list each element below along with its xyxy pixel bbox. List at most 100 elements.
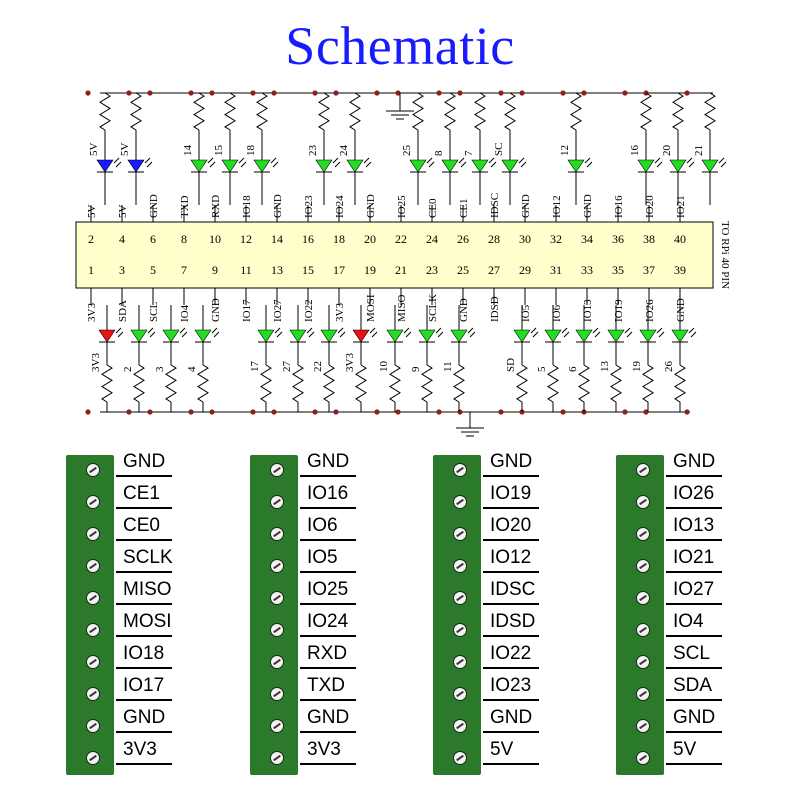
terminal-label: IDSC	[490, 579, 536, 600]
terminal-underline	[483, 699, 539, 701]
resistor-top	[318, 92, 330, 131]
led-label-bottom: 17	[249, 361, 261, 373]
pin-name-top: IO23	[303, 195, 315, 218]
led-ray	[530, 327, 537, 334]
screw-icon	[453, 495, 467, 509]
terminal-label: IO6	[307, 515, 338, 536]
pin-name-top: IO12	[551, 195, 563, 218]
resistor-bottom	[642, 364, 654, 403]
led-bottom	[671, 329, 689, 343]
junction-dot	[457, 409, 463, 415]
terminal-underline	[483, 539, 539, 541]
terminal-underline	[116, 539, 172, 541]
pin-number-bottom: 17	[333, 263, 345, 277]
junction-dot	[395, 90, 401, 96]
pin-name-bottom: GND	[675, 298, 687, 322]
pin-number-top: 40	[674, 232, 686, 246]
pin-name-bottom: SCL	[148, 302, 160, 322]
pin-name-bottom: IO22	[303, 299, 315, 322]
pin-number-bottom: 29	[519, 263, 531, 277]
pin-number-top: 8	[181, 232, 187, 246]
pin-name-bottom: IO6	[551, 304, 563, 322]
screw-icon	[636, 559, 650, 573]
junction-dot	[436, 90, 442, 96]
screw-icon	[453, 559, 467, 573]
led-ray	[488, 157, 495, 164]
terminal-label: SCL	[673, 643, 710, 664]
terminal-label: 3V3	[123, 739, 157, 760]
terminal-label: IO24	[307, 611, 349, 632]
led-label-top: SC	[493, 143, 505, 156]
terminal-label: IO5	[307, 547, 338, 568]
terminal-label: GND	[123, 707, 166, 728]
pin-number-top: 38	[643, 232, 655, 246]
junction-dot	[436, 409, 442, 415]
led-label-top: 14	[182, 145, 194, 157]
resistor-top	[193, 92, 205, 131]
terminal-underline	[116, 507, 172, 509]
led-ray	[207, 157, 214, 164]
pin-name-bottom: IO13	[582, 299, 594, 322]
led-top	[221, 159, 239, 173]
screw-icon	[270, 463, 284, 477]
pin-name-bottom: SCLK	[427, 294, 439, 322]
pin-number-top: 26	[457, 232, 469, 246]
led-ray	[690, 331, 697, 338]
led-ray	[149, 331, 156, 338]
terminal-underline	[483, 667, 539, 669]
led-ray	[209, 161, 216, 168]
led-ray	[270, 157, 277, 164]
led-ray	[332, 157, 339, 164]
terminal-underline	[666, 507, 722, 509]
pin-number-top: 14	[271, 232, 283, 246]
led-label-bottom: SD	[505, 358, 517, 372]
led-label-bottom: 2	[122, 367, 134, 373]
led-top	[441, 159, 459, 173]
pin-name-top: GND	[520, 194, 532, 218]
led-label-bottom: 11	[442, 361, 454, 372]
led-label-bottom: 19	[631, 361, 643, 373]
pin-number-bottom: 11	[240, 263, 252, 277]
screw-icon	[86, 527, 100, 541]
led-ray	[179, 327, 186, 334]
led-ray	[181, 331, 188, 338]
page-title: Schematic	[285, 16, 515, 76]
junction-dot	[126, 90, 132, 96]
screw-icon	[453, 687, 467, 701]
terminal-underline	[666, 667, 722, 669]
led-label-top: 7	[463, 150, 475, 156]
pin-number-bottom: 33	[581, 263, 593, 277]
led-label-bottom: 27	[281, 361, 293, 373]
led-ray	[117, 331, 124, 338]
screw-icon	[270, 751, 284, 765]
led-ray	[624, 327, 631, 334]
led-bottom	[98, 329, 116, 343]
pin-number-bottom: 7	[181, 263, 187, 277]
terminal-underline	[666, 635, 722, 637]
terminal-underline	[666, 699, 722, 701]
junction-dot	[684, 409, 690, 415]
pin-number-bottom: 5	[150, 263, 156, 277]
terminal-underline	[483, 635, 539, 637]
screw-icon	[453, 655, 467, 669]
led-ray	[720, 161, 727, 168]
terminal-label: IO25	[307, 579, 349, 600]
led-bottom	[194, 329, 212, 343]
pin-name-bottom: SDA	[117, 300, 129, 322]
terminal-underline	[300, 507, 356, 509]
led-label-bottom: 10	[378, 361, 390, 373]
led-ray	[238, 157, 245, 164]
terminal-underline	[300, 667, 356, 669]
terminal-label: GND	[123, 451, 166, 472]
pin-number-bottom: 3	[119, 263, 125, 277]
screw-icon	[86, 687, 100, 701]
junction-dot	[250, 409, 256, 415]
resistor-bottom	[292, 364, 304, 403]
led-top	[190, 159, 208, 173]
led-label-bottom: 3V3	[344, 353, 356, 372]
resistor-top	[640, 92, 652, 131]
terminal-underline	[483, 507, 539, 509]
terminal-label: GND	[673, 707, 716, 728]
resistor-top	[412, 92, 424, 131]
pin-name-top: CE0	[427, 198, 439, 218]
